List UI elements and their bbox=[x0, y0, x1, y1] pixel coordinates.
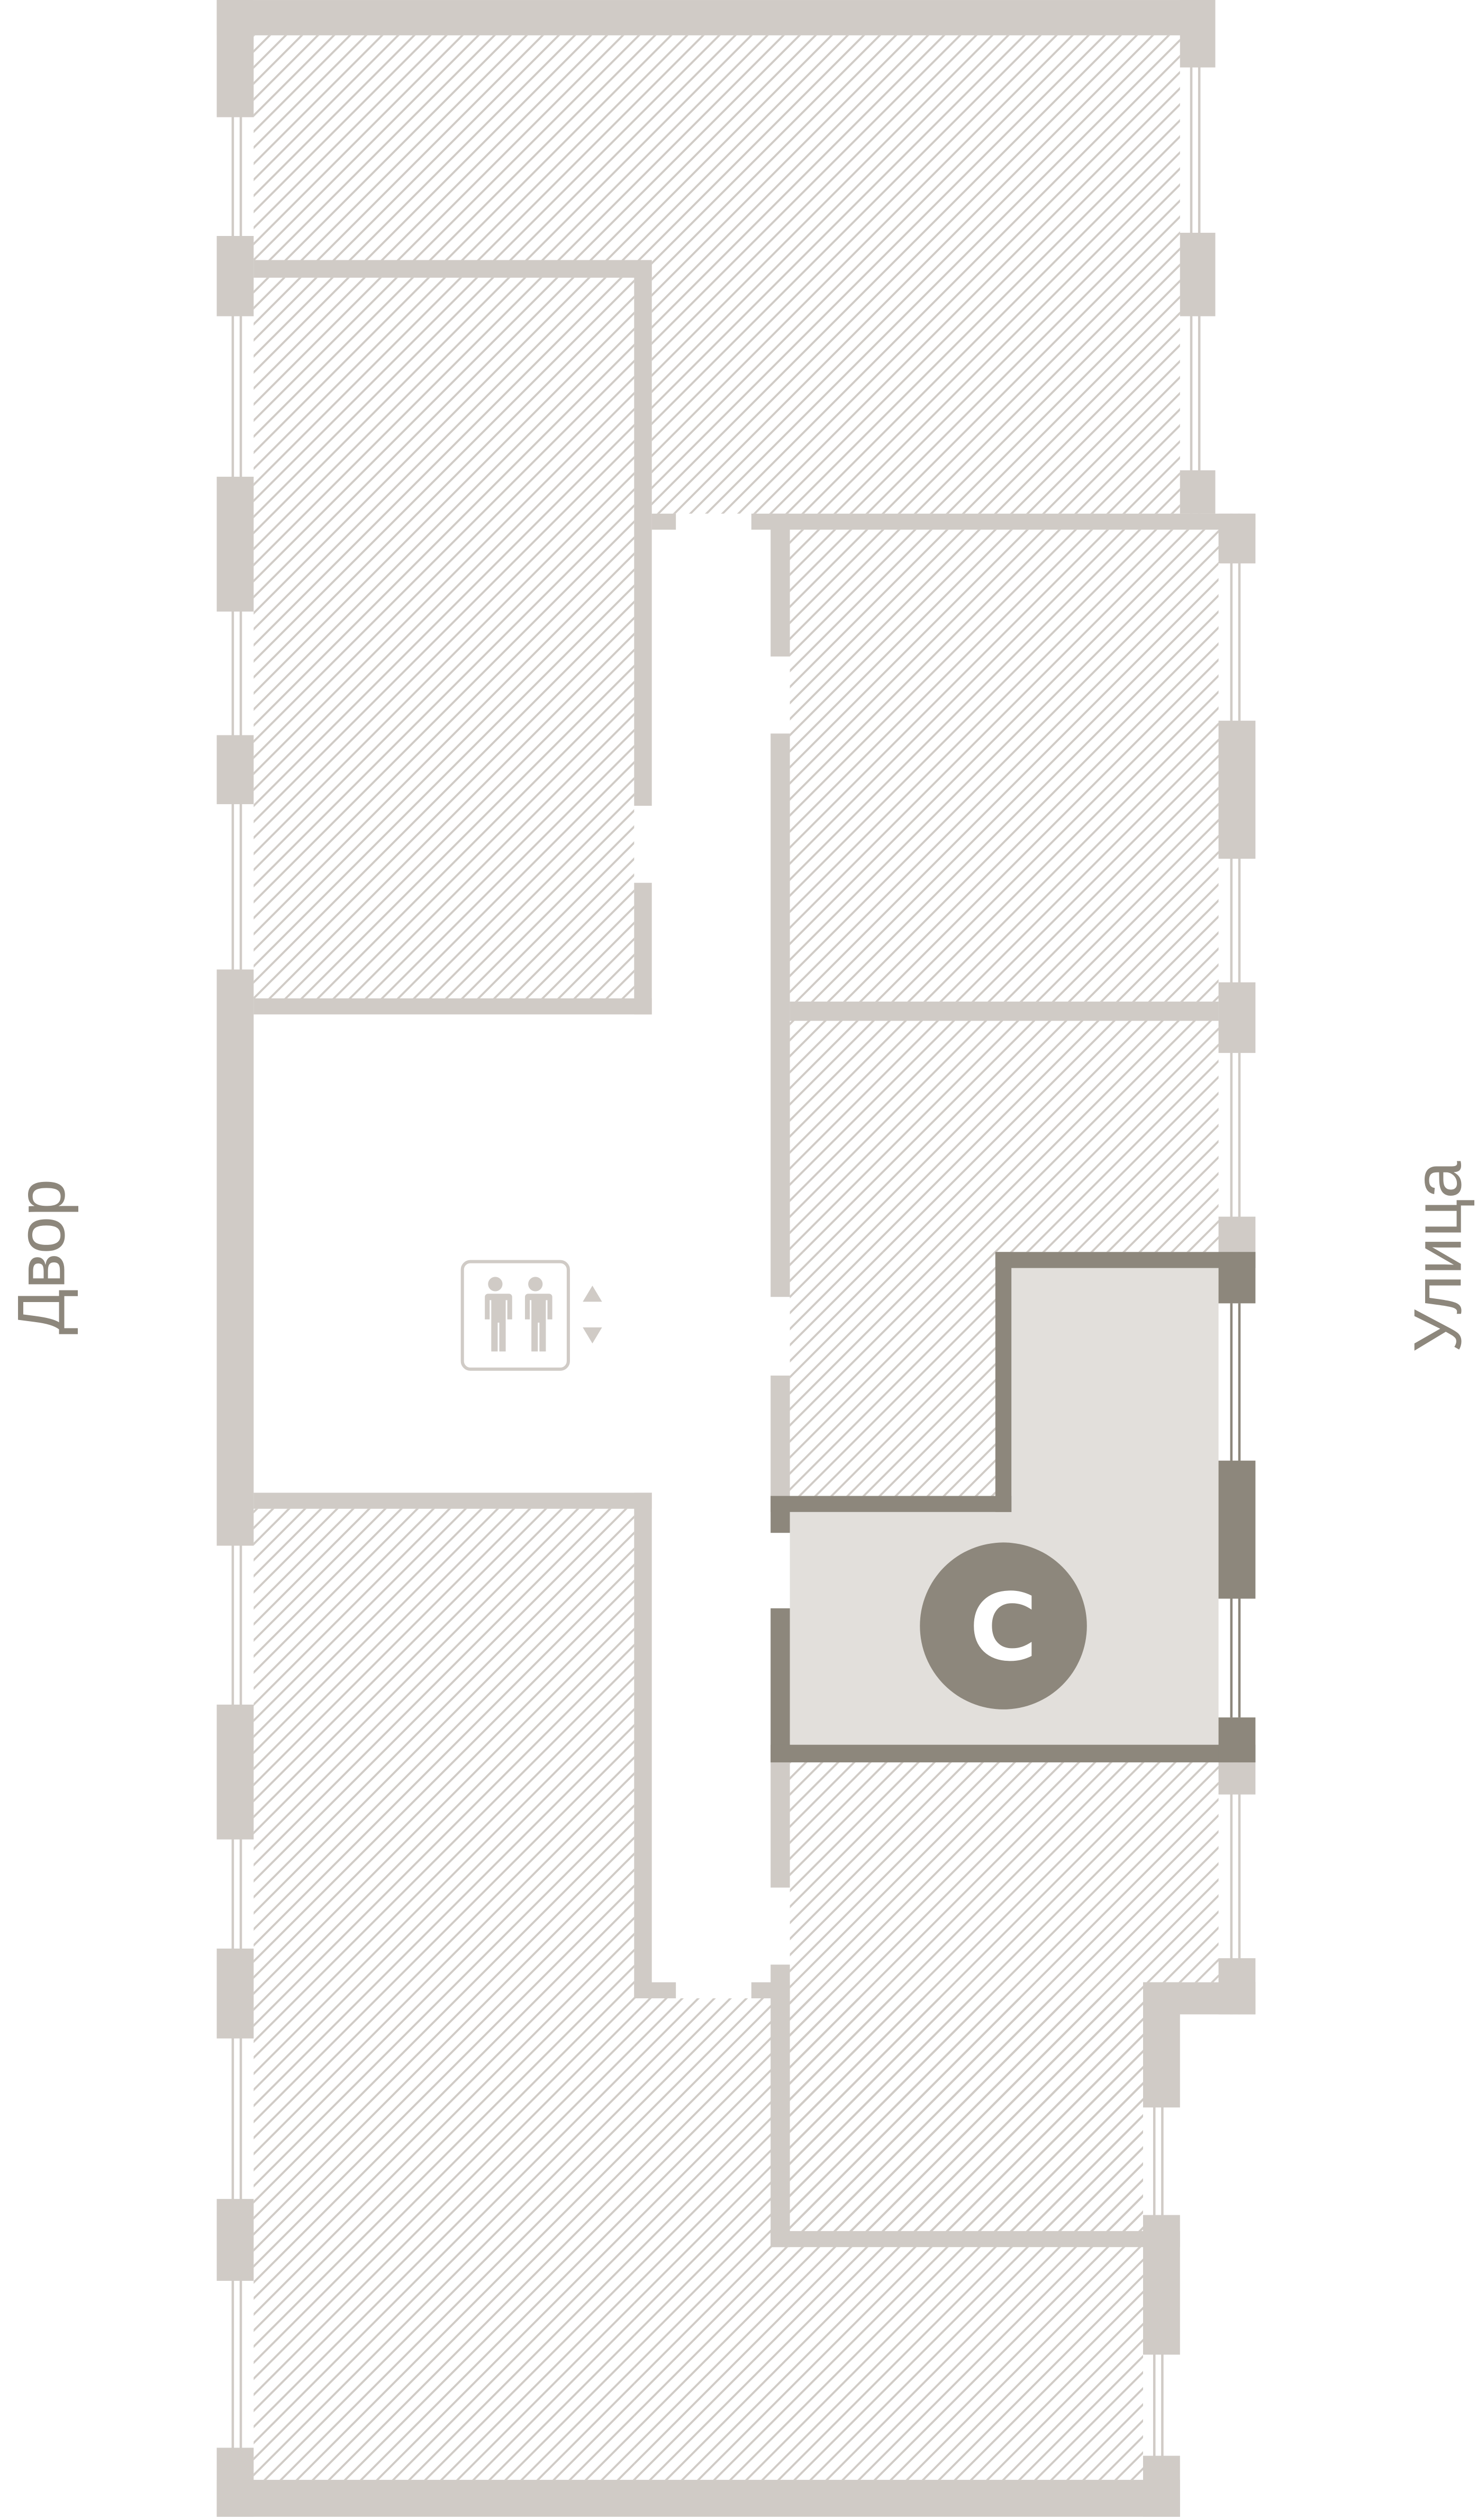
courtyard-label: Двор bbox=[3, 1179, 78, 1334]
unavailable-unit[interactable] bbox=[253, 1508, 635, 2480]
wall bbox=[1218, 1216, 1256, 1252]
unavailable-unit[interactable] bbox=[790, 530, 1219, 1002]
wall bbox=[216, 2480, 1180, 2517]
wall bbox=[253, 260, 652, 278]
unavailable-unit[interactable] bbox=[790, 1021, 1219, 1252]
selected-unit-wall bbox=[995, 1252, 1256, 1268]
person-body-icon bbox=[521, 1294, 552, 1352]
selected-unit-wall bbox=[1218, 1717, 1256, 1763]
wall bbox=[771, 733, 790, 1297]
person-body-icon bbox=[482, 1294, 512, 1352]
wall bbox=[1143, 2215, 1180, 2355]
selected-unit-wall bbox=[1218, 1460, 1256, 1599]
selected-unit[interactable] bbox=[790, 1268, 1219, 1745]
wall bbox=[216, 969, 254, 1546]
wall bbox=[216, 735, 254, 804]
wall bbox=[751, 513, 1256, 530]
wall bbox=[216, 0, 1216, 35]
wall bbox=[790, 1002, 1219, 1021]
selected-unit-wall bbox=[771, 1496, 1012, 1512]
wall bbox=[771, 2231, 1180, 2248]
wall bbox=[771, 1762, 790, 1888]
unit-badge-circle bbox=[920, 1542, 1087, 1709]
wall bbox=[216, 2199, 254, 2281]
wall bbox=[1143, 1982, 1180, 2108]
unavailable-unit[interactable] bbox=[253, 35, 1180, 260]
wall bbox=[771, 513, 790, 657]
wall bbox=[1180, 470, 1216, 514]
arrow-down-icon bbox=[583, 1327, 602, 1344]
unavailable-unit[interactable] bbox=[790, 1982, 1143, 2231]
elevator-frame bbox=[460, 1260, 570, 1371]
wall bbox=[1180, 232, 1216, 316]
wall bbox=[216, 0, 254, 117]
wall bbox=[634, 260, 652, 806]
selected-unit-walls bbox=[771, 1252, 1256, 1763]
walls bbox=[216, 0, 1256, 2517]
selected-unit-wall bbox=[771, 1496, 790, 1533]
wall bbox=[1180, 0, 1216, 68]
selected-unit-wall bbox=[1218, 1252, 1256, 1304]
unavailable-unit[interactable] bbox=[790, 1762, 1219, 1982]
person-head-icon bbox=[488, 1277, 503, 1291]
wall bbox=[1218, 1762, 1256, 1795]
wall bbox=[634, 883, 652, 1015]
elevator-icon bbox=[460, 1260, 602, 1371]
wall bbox=[253, 1493, 652, 1509]
selected-unit-wall bbox=[771, 1608, 790, 1763]
arrow-up-icon bbox=[583, 1286, 602, 1302]
wall bbox=[1218, 721, 1256, 859]
wall bbox=[216, 236, 254, 316]
wall bbox=[634, 1982, 676, 1998]
selected-unit-wall bbox=[771, 1744, 1256, 1763]
unit-badge[interactable]: С bbox=[920, 1542, 1087, 1709]
unit-letter: С bbox=[969, 1574, 1037, 1682]
wall bbox=[651, 513, 676, 530]
wall bbox=[634, 1493, 652, 1998]
wall bbox=[771, 1375, 790, 1496]
wall bbox=[216, 1704, 254, 1840]
selected-unit-wall bbox=[995, 1252, 1012, 1512]
wall bbox=[771, 1964, 790, 2248]
unavailable-areas bbox=[253, 35, 1219, 2480]
wall bbox=[216, 477, 254, 612]
person-head-icon bbox=[528, 1277, 543, 1291]
unavailable-unit[interactable] bbox=[790, 1252, 995, 1496]
unavailable-unit[interactable] bbox=[253, 277, 635, 999]
wall bbox=[1218, 982, 1256, 1053]
wall bbox=[1143, 2455, 1180, 2517]
wall bbox=[1218, 513, 1256, 563]
street-label: Улица bbox=[1400, 1161, 1475, 1352]
unavailable-unit[interactable] bbox=[651, 260, 1180, 514]
wall bbox=[216, 1948, 254, 2039]
wall bbox=[253, 998, 652, 1015]
